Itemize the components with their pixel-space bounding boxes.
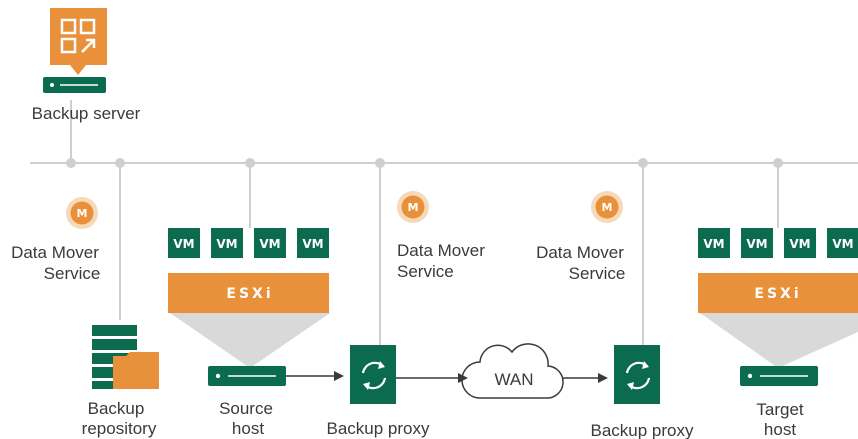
- vm-label: VM: [789, 237, 810, 251]
- vm-label: VM: [703, 237, 724, 251]
- proxy-label: Backup proxy: [327, 419, 430, 438]
- vm-label: VM: [259, 237, 280, 251]
- vm-box: [254, 228, 286, 258]
- wan-label: WAN: [494, 370, 533, 389]
- network-bus: [30, 100, 858, 345]
- svg-text:Service: Service: [397, 262, 454, 281]
- vm-box: [698, 228, 730, 258]
- data-mover-label-repository: Data Mover Service: [11, 243, 100, 283]
- vm-label: VM: [216, 237, 237, 251]
- svg-text:M: M: [602, 201, 613, 214]
- source-host-label: host: [232, 419, 264, 438]
- server-icon: [43, 77, 106, 93]
- proxy-sync-icon: [350, 345, 396, 404]
- backup-proxy-target: Backup proxy: [591, 345, 694, 439]
- network-node: [375, 158, 385, 168]
- server-icon: [740, 366, 818, 386]
- data-mover-icon: M: [397, 191, 429, 223]
- vm-label: VM: [302, 237, 323, 251]
- data-mover-icon: M: [591, 191, 623, 223]
- backup-server-label: Backup server: [32, 104, 141, 123]
- repository-icon: [92, 325, 159, 389]
- vm-box: [784, 228, 816, 258]
- vm-label: VM: [173, 237, 194, 251]
- vm-box: [168, 228, 200, 258]
- vm-box: [297, 228, 329, 258]
- svg-text:Service: Service: [569, 264, 626, 283]
- data-mover-label-target-proxy: Data Mover Service: [536, 243, 625, 283]
- svg-text:Data Mover: Data Mover: [11, 243, 99, 262]
- data-mover-label-source-proxy: Data Mover Service: [397, 241, 485, 281]
- proxy-label: Backup proxy: [591, 421, 694, 439]
- wan-cloud-icon: WAN: [461, 343, 564, 399]
- data-mover-icon: M: [66, 197, 98, 229]
- network-node: [773, 158, 783, 168]
- svg-text:M: M: [77, 207, 88, 220]
- vm-label: VM: [746, 237, 767, 251]
- backup-proxy-source: Backup proxy: [327, 345, 430, 438]
- esxi-bar: [698, 273, 858, 313]
- esxi-bar: [168, 273, 329, 313]
- esxi-label: ESXi: [226, 286, 273, 302]
- backup-server: Backup server: [32, 8, 141, 123]
- svg-text:Data Mover: Data Mover: [397, 241, 485, 260]
- svg-text:Data Mover: Data Mover: [536, 243, 624, 262]
- svg-text:M: M: [408, 201, 419, 214]
- svg-text:Service: Service: [44, 264, 101, 283]
- vm-label: VM: [832, 237, 853, 251]
- server-icon: [208, 366, 286, 386]
- repository-label: Backup: [88, 399, 145, 418]
- network-node: [66, 158, 76, 168]
- repository-label: repository: [82, 419, 157, 438]
- vm-box: [211, 228, 243, 258]
- data-flow-arrows: [286, 371, 608, 383]
- target-host-label: host: [764, 420, 796, 439]
- proxy-sync-icon: [614, 345, 660, 404]
- target-host: VM VM VM VM ESXi Target host: [698, 228, 858, 439]
- backup-server-logo-icon: [50, 8, 107, 75]
- network-node: [638, 158, 648, 168]
- esxi-label: ESXi: [754, 286, 801, 302]
- vm-box: [741, 228, 773, 258]
- source-host: VM VM VM VM ESXi Source host: [168, 228, 330, 438]
- target-host-label: Target: [756, 400, 804, 419]
- backup-repository: Backup repository: [82, 325, 159, 438]
- network-node: [115, 158, 125, 168]
- source-host-label: Source: [219, 399, 273, 418]
- vm-box: [827, 228, 858, 258]
- network-node: [245, 158, 255, 168]
